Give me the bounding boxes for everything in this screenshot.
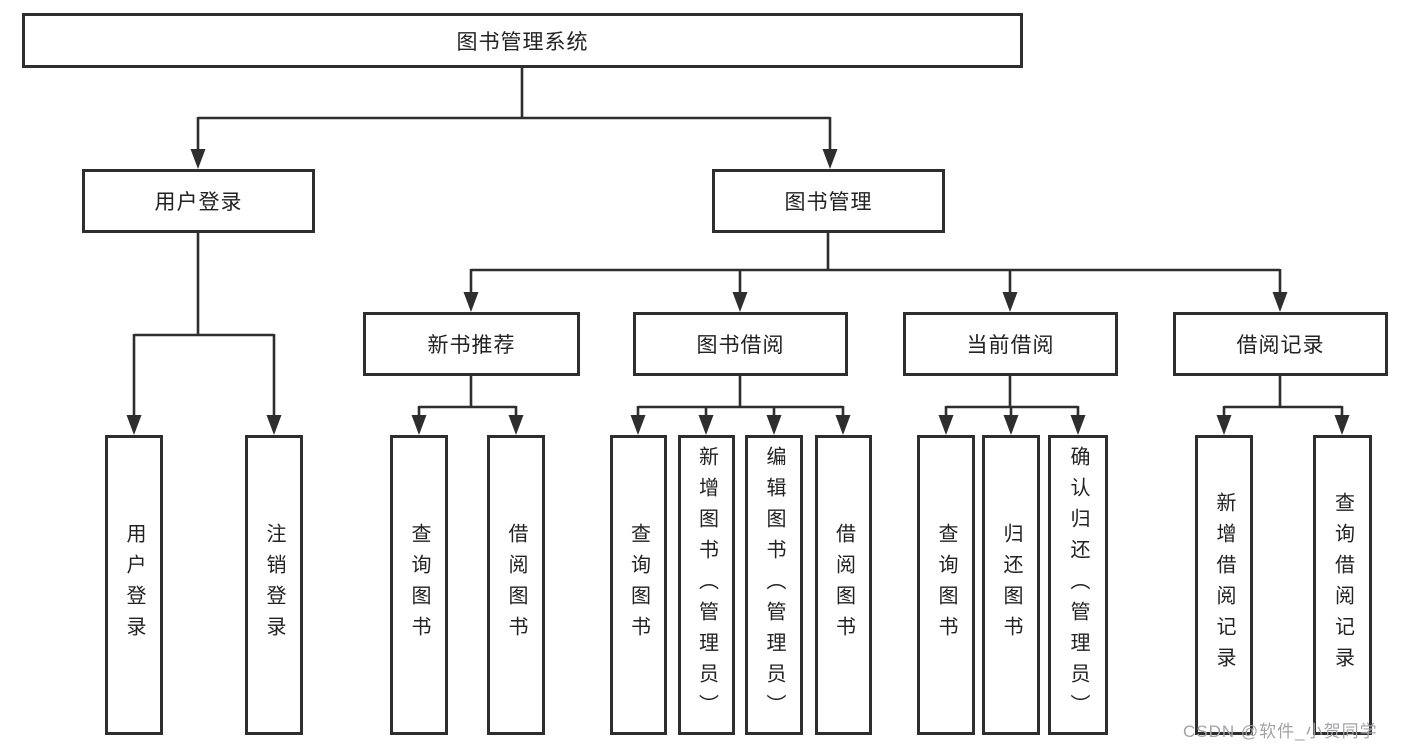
connector-new-book-to-leaves xyxy=(411,376,524,435)
leaf-query-books-newbook: 查询图书 xyxy=(390,435,448,735)
connector-book-borrow-to-leaves xyxy=(630,376,851,435)
leaf-query-books-borrow: 查询图书 xyxy=(610,435,667,735)
leaf-borrow-books: 借阅图书 xyxy=(815,435,872,735)
connector-root-to-level2 xyxy=(190,68,838,169)
connector-current-borrow-to-leaves xyxy=(938,376,1086,435)
node-user-login: 用户登录 xyxy=(82,169,315,233)
leaf-add-borrow-record: 新增借阅记录 xyxy=(1195,435,1253,735)
connector-borrow-records-to-leaves xyxy=(1216,376,1350,435)
leaf-confirm-return-admin: 确认归还（管理员） xyxy=(1048,435,1108,735)
node-book-borrow: 图书借阅 xyxy=(633,312,848,376)
node-new-book-recommend: 新书推荐 xyxy=(363,312,580,376)
node-borrow-records: 借阅记录 xyxy=(1173,312,1388,376)
leaf-edit-books-admin: 编辑图书（管理员） xyxy=(745,435,803,735)
leaf-borrow-books-newbook: 借阅图书 xyxy=(487,435,545,735)
leaf-return-books: 归还图书 xyxy=(982,435,1040,735)
leaf-query-books-current: 查询图书 xyxy=(917,435,975,735)
leaf-add-books-admin: 新增图书（管理员） xyxy=(678,435,735,735)
connector-user-login-to-leaves xyxy=(126,233,282,435)
node-current-borrow: 当前借阅 xyxy=(903,312,1118,376)
leaf-user-login: 用户登录 xyxy=(105,435,163,735)
node-root-system: 图书管理系统 xyxy=(22,13,1023,68)
csdn-watermark: CSDN @软件_小贺同学 xyxy=(1183,722,1378,741)
connector-book-management-to-level3 xyxy=(463,233,1288,312)
leaf-query-borrow-record: 查询借阅记录 xyxy=(1313,435,1372,735)
leaf-logout: 注销登录 xyxy=(245,435,303,735)
node-book-management: 图书管理 xyxy=(712,169,945,233)
